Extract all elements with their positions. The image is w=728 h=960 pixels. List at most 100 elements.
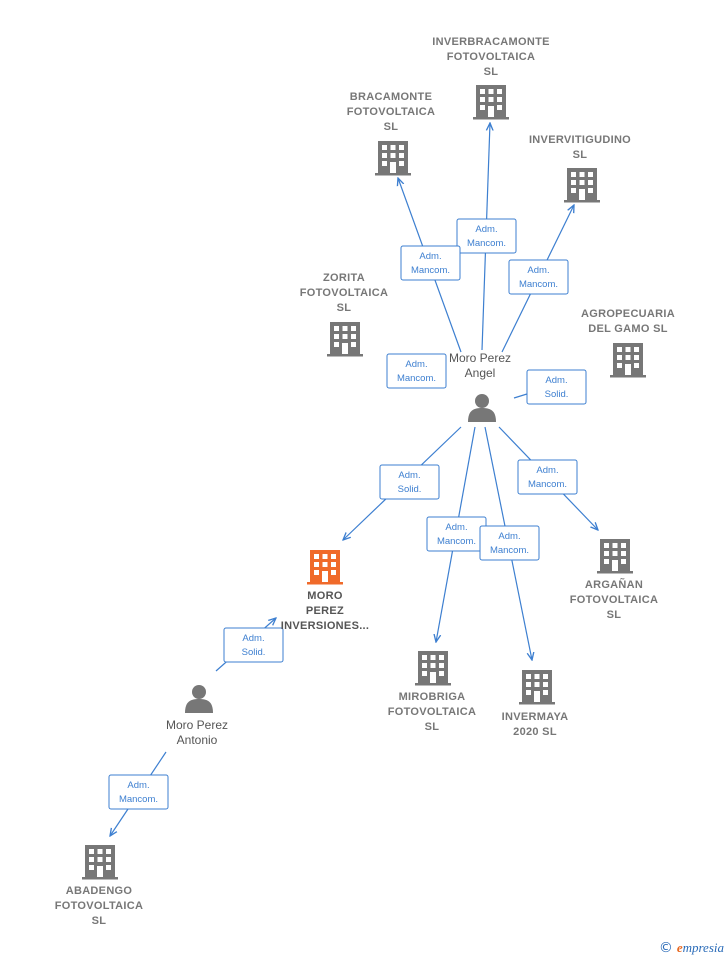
person-icon[interactable]	[185, 685, 213, 713]
edge-label-line: Solid.	[398, 484, 422, 495]
node-abadengo[interactable]: ABADENGO FOTOVOLTAICA SL	[55, 845, 144, 927]
building-icon[interactable]	[597, 539, 633, 574]
edge-label-line: Adm.	[536, 465, 558, 476]
edge-moro_angel-to-invermaya: Adm. Mancom.	[479, 426, 540, 660]
person-name-line[interactable]: Moro Perez	[166, 718, 228, 732]
company-name-line[interactable]: FOTOVOLTAICA	[447, 51, 536, 63]
company-name-line[interactable]: FOTOVOLTAICA	[347, 106, 436, 118]
building-icon[interactable]	[327, 322, 363, 357]
edge-label-box[interactable]	[508, 259, 569, 295]
edge-label-line: Adm.	[498, 531, 520, 542]
nodes-layer: INVERBRACAMONTE FOTOVOLTAICA SL BRACAMONTE F…	[55, 36, 675, 927]
edge-label-box[interactable]	[223, 627, 284, 663]
edge-moro_angel-to-invervitigudino: Adm.Mancom.	[501, 205, 574, 353]
company-name-line[interactable]: FOTOVOLTAICA	[300, 287, 389, 299]
company-name-line[interactable]: ARGAÑAN	[585, 578, 643, 591]
node-zorita[interactable]: ZORITA FOTOVOLTAICA SL	[300, 272, 389, 357]
building-icon[interactable]	[307, 550, 343, 585]
node-invermaya[interactable]: INVERMAYA 2020 SL	[502, 670, 569, 738]
edge-label-line: Adm.	[405, 359, 427, 370]
edge-label-box[interactable]	[386, 353, 447, 389]
person-name-line[interactable]: Angel	[465, 366, 496, 380]
company-name-line[interactable]: BRACAMONTE	[350, 91, 432, 103]
company-name-line[interactable]: SL	[425, 721, 440, 733]
company-name-line[interactable]: SL	[384, 121, 399, 133]
person-icon[interactable]	[468, 394, 496, 422]
building-icon[interactable]	[473, 85, 509, 120]
edge-label-line: Adm.	[419, 251, 441, 262]
company-name-line[interactable]: FOTOVOLTAICA	[55, 900, 144, 912]
edge-label-line: Adm.	[398, 470, 420, 481]
node-arganan[interactable]: ARGAÑAN FOTOVOLTAICA SL	[570, 539, 659, 621]
edge-label-box[interactable]	[517, 459, 578, 495]
building-icon[interactable]	[564, 168, 600, 203]
person-name-line[interactable]: Moro Perez	[449, 351, 511, 365]
edge-label-line: Adm.	[127, 780, 149, 791]
edge-label-box[interactable]	[400, 245, 461, 281]
edge-label-line: Solid.	[545, 389, 569, 400]
company-name-line[interactable]: FOTOVOLTAICA	[388, 706, 477, 718]
edge-label-line: Mancom.	[467, 238, 506, 249]
company-name-line[interactable]: INVERMAYA	[502, 711, 569, 723]
node-mirobriga[interactable]: MIROBRIGA FOTOVOLTAICA SL	[388, 651, 477, 733]
edge-label-line: Mancom.	[119, 794, 158, 805]
brand-logo: empresia	[676, 940, 724, 955]
edge-label-box[interactable]	[379, 464, 440, 500]
edge-label-box[interactable]	[526, 369, 587, 405]
company-name-line[interactable]: SL	[484, 66, 499, 78]
edge-label-box[interactable]	[456, 218, 517, 254]
edge-label-line: Adm.	[545, 375, 567, 386]
node-invervitigudino[interactable]: INVERVITIGUDINO SL	[529, 134, 631, 203]
company-name-line[interactable]: SL	[337, 302, 352, 314]
edge-label-line: Mancom.	[411, 265, 450, 276]
edge-moro_angel-to-bracamonte: Adm. Mancom.	[398, 178, 462, 353]
edge-moro_angel-to-moro_inversiones: Adm. Solid.	[343, 426, 462, 540]
node-inverbracamonte[interactable]: INVERBRACAMONTE FOTOVOLTAICA SL	[432, 36, 550, 120]
company-name-line[interactable]: INVERVITIGUDINO	[529, 134, 631, 146]
edge-label-box[interactable]	[108, 774, 169, 810]
company-name-line[interactable]: 2020 SL	[513, 726, 557, 738]
node-bracamonte[interactable]: BRACAMONTE FOTOVOLTAICA SL	[347, 91, 436, 176]
edge-moro_angel-to-zorita: Adm. Mancom.	[386, 353, 447, 389]
edge-label-line: Mancom.	[528, 479, 567, 490]
building-icon[interactable]	[82, 845, 118, 880]
edge-label-line: Adm.	[475, 224, 497, 235]
edges-layer: Adm. Mancom. Adm. Mancom. Adm. Mancom. Adm. Man…	[108, 123, 598, 836]
edge-label-line: Mancom.	[490, 545, 529, 556]
company-name-line[interactable]: MIROBRIGA	[399, 691, 466, 703]
building-icon[interactable]	[415, 651, 451, 686]
company-name-line[interactable]: ZORITA	[323, 272, 365, 284]
company-name-line[interactable]: INVERBRACAMONTE	[432, 36, 550, 48]
edge-moro_antonio-to-abadengo: Adm. Mancom.	[108, 751, 169, 836]
building-icon[interactable]	[610, 343, 646, 378]
edge-label-line: Mancom.	[437, 536, 476, 547]
company-name-line[interactable]: MORO	[307, 590, 343, 602]
footer-brand: © empresia	[659, 940, 724, 956]
copyright-icon: ©	[658, 940, 673, 956]
company-name-line[interactable]: SL	[573, 149, 588, 161]
edge-label-box[interactable]	[479, 525, 540, 561]
building-icon[interactable]	[375, 141, 411, 176]
company-name-line[interactable]: FOTOVOLTAICA	[570, 594, 659, 606]
edge-label-line: Mancom.	[519, 279, 558, 290]
edge-label-line: Mancom.	[397, 373, 436, 384]
company-name-line[interactable]: SL	[92, 915, 107, 927]
node-moro_inversiones[interactable]: MORO PEREZ INVERSIONES...	[281, 550, 370, 632]
edge-moro_angel-to-arganan: Adm. Mancom.	[498, 426, 598, 530]
edge-moro_antonio-to-moro_inversiones: Adm.Solid.	[215, 618, 284, 672]
node-agropecuaria[interactable]: AGROPECUARIA DEL GAMO SL	[581, 308, 675, 378]
edge-moro_angel-to-inverbracamonte: Adm. Mancom.	[456, 123, 517, 351]
building-icon[interactable]	[519, 670, 555, 705]
company-name-line[interactable]: SL	[607, 609, 622, 621]
person-name-line[interactable]: Antonio	[177, 733, 218, 747]
edge-label-line: Solid.	[242, 647, 266, 658]
company-name-line[interactable]: AGROPECUARIA	[581, 308, 675, 320]
company-name-line[interactable]: INVERSIONES...	[281, 620, 370, 632]
company-name-line[interactable]: PEREZ	[306, 605, 344, 617]
edge-moro_angel-to-mirobriga: Adm.Mancom.	[426, 426, 487, 642]
company-name-line[interactable]: ABADENGO	[66, 885, 133, 897]
company-name-line[interactable]: DEL GAMO SL	[588, 323, 668, 335]
